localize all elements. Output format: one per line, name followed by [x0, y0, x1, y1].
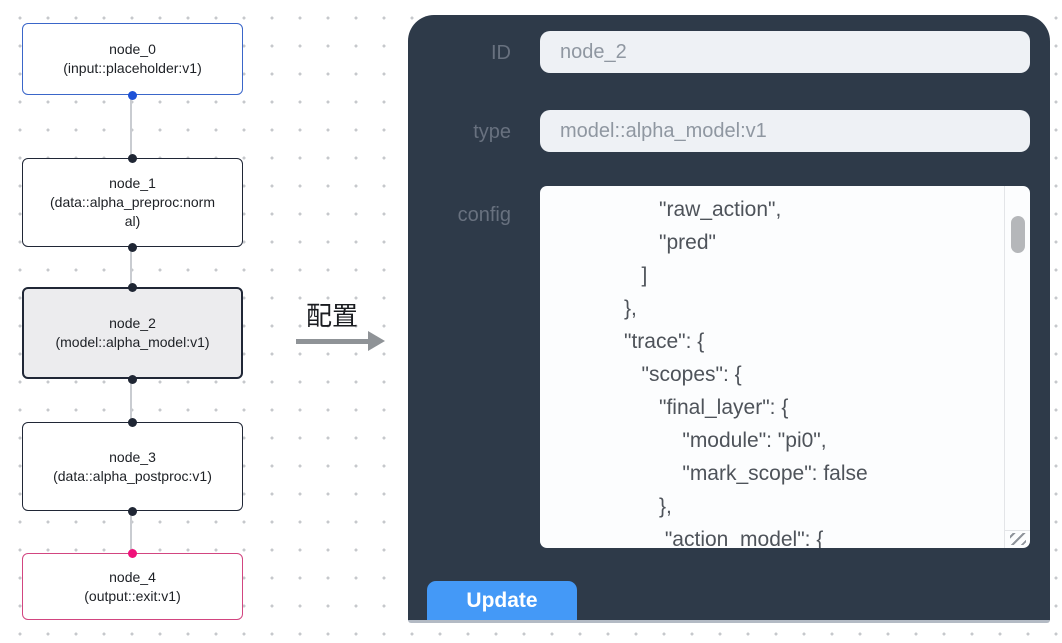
code-line: "mark_scope": false	[554, 462, 868, 485]
port-node_4-in[interactable]	[128, 549, 137, 558]
edge-node3-node4	[130, 511, 132, 553]
node-subtitle: (data::alpha_preproc:normal)	[50, 194, 215, 229]
edge-node0-node1	[130, 95, 132, 158]
code-line: "module": "pi0",	[554, 429, 827, 452]
node-subtitle: (data::alpha_postproc:v1)	[53, 467, 212, 484]
node-title: node_0	[109, 41, 156, 57]
port-node_0-out[interactable]	[128, 91, 137, 100]
node-title: node_3	[109, 448, 156, 465]
flow-node-node_3[interactable]: node_3 (data::alpha_postproc:v1)	[22, 422, 243, 511]
code-line: "scopes": {	[554, 363, 742, 386]
code-line: },	[554, 495, 672, 518]
code-line: "final_layer": {	[554, 396, 789, 419]
code-line: "action_model": {	[554, 528, 824, 548]
right-arrow-head-icon	[368, 331, 385, 351]
node-subtitle: (model::alpha_model:v1)	[55, 334, 210, 350]
update-button[interactable]: Update	[427, 581, 577, 620]
flow-node-node_0[interactable]: node_0 (input::placeholder:v1)	[22, 23, 243, 95]
config-code: "raw_action", "pred" ] }, "trace": { "sc…	[540, 193, 1003, 548]
code-line: },	[554, 297, 637, 320]
code-line: "pred"	[554, 231, 716, 254]
id-input[interactable]	[540, 31, 1030, 73]
port-node_1-in[interactable]	[128, 154, 137, 163]
code-line: "raw_action",	[554, 198, 782, 221]
right-arrow-icon	[296, 339, 370, 344]
config-field-label: config	[457, 204, 511, 226]
node-title: node_4	[109, 568, 156, 585]
node-title: node_2	[109, 315, 156, 331]
port-node_2-in[interactable]	[128, 283, 137, 292]
port-node_1-out[interactable]	[128, 243, 137, 252]
id-field-label: ID	[491, 42, 511, 64]
port-node_3-out[interactable]	[128, 507, 137, 516]
scrollbar-thumb[interactable]	[1011, 216, 1025, 253]
port-node_2-out[interactable]	[128, 375, 137, 384]
code-line: "trace": {	[554, 330, 705, 353]
flow-node-node_2[interactable]: node_2 (model::alpha_model:v1)	[22, 287, 243, 379]
type-field-label: type	[473, 121, 511, 143]
code-line: ]	[554, 264, 648, 287]
type-input[interactable]	[540, 110, 1030, 152]
node-subtitle: (output::exit:v1)	[84, 587, 181, 604]
textarea-resize-handle[interactable]	[1004, 530, 1030, 548]
node-config-panel: ID type config "raw_action", "pred" ] },…	[408, 15, 1050, 623]
flow-node-node_1[interactable]: node_1 (data::alpha_preproc:normal)	[22, 158, 243, 247]
port-node_3-in[interactable]	[128, 418, 137, 427]
edge-node1-node2	[130, 247, 132, 287]
resize-grip-icon	[1010, 533, 1026, 545]
node-subtitle: (input::placeholder:v1)	[63, 60, 202, 76]
scrollbar-track[interactable]	[1004, 186, 1030, 548]
edge-node2-node3	[130, 379, 132, 422]
config-textarea[interactable]: "raw_action", "pred" ] }, "trace": { "sc…	[540, 186, 1030, 548]
node-title: node_1	[109, 175, 156, 191]
config-arrow-label: 配置	[305, 301, 358, 331]
flow-node-node_4[interactable]: node_4 (output::exit:v1)	[22, 553, 243, 620]
